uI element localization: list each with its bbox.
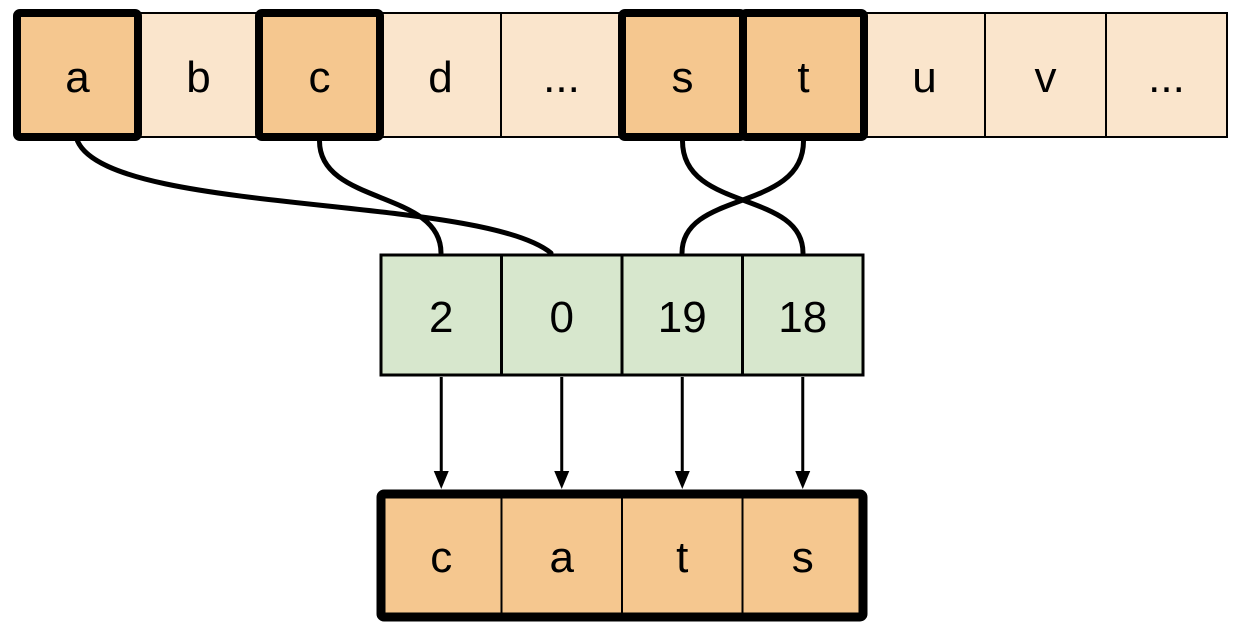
index-label-19: 19	[658, 293, 707, 342]
alphabet-cell-a-highlighted	[13, 9, 142, 141]
alphabet-row: a b c d ... s t u v ...	[13, 9, 1228, 141]
curve-a-to-0	[75, 138, 554, 256]
word-label-c: c	[430, 533, 452, 582]
alphabet-cell-ellipsis-2	[1105, 12, 1228, 138]
word-label-t: t	[676, 533, 688, 582]
alphabet-label-b: b	[186, 53, 210, 102]
alphabet-label-d: d	[428, 53, 452, 102]
alphabet-label-u: u	[912, 53, 936, 102]
alphabet-cell-t-highlighted	[739, 9, 868, 141]
alphabet-cell-c-highlighted	[255, 9, 384, 141]
mapping-curves	[75, 138, 806, 256]
word-cell-t	[621, 493, 744, 618]
alphabet-label-c: c	[309, 53, 331, 102]
arrow-head-3	[674, 471, 690, 489]
down-arrows	[433, 377, 811, 489]
alphabet-label-a: a	[65, 53, 90, 102]
curve-c-to-2	[317, 138, 444, 256]
word-cell-c	[380, 493, 503, 618]
index-row: 2 0 19 18	[379, 253, 865, 377]
index-cell-2	[379, 253, 503, 377]
word-label-s: s	[792, 533, 814, 582]
arrow-head-1	[433, 471, 449, 489]
alphabet-label-t: t	[797, 53, 809, 102]
word-label-a: a	[550, 533, 575, 582]
alphabet-label-ellipsis-1: ...	[543, 53, 580, 102]
alphabet-label-ellipsis-2: ...	[1148, 53, 1185, 102]
curve-s-to-18	[680, 138, 806, 256]
index-label-2: 2	[429, 293, 453, 342]
alphabet-cell-d	[379, 12, 502, 138]
word-cell-s	[741, 493, 864, 618]
word-row-outline	[376, 489, 868, 622]
index-cell-18	[741, 253, 865, 377]
alphabet-cell-ellipsis-1	[500, 12, 623, 138]
alphabet-label-v: v	[1035, 53, 1057, 102]
word-row: c a t s	[376, 489, 868, 622]
index-cell-19	[620, 253, 744, 377]
word-cell-a	[500, 493, 623, 618]
curve-t-to-19	[679, 138, 806, 256]
alphabet-label-s: s	[672, 53, 694, 102]
index-label-0: 0	[550, 293, 574, 342]
alphabet-cell-v	[984, 12, 1107, 138]
index-label-18: 18	[778, 293, 827, 342]
arrow-head-2	[554, 471, 570, 489]
alphabet-cell-b	[137, 12, 260, 138]
arrow-head-4	[795, 471, 811, 489]
